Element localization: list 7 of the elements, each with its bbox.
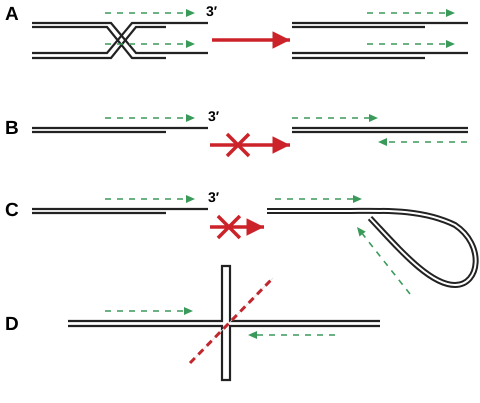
- panel-letter: C: [5, 201, 19, 220]
- panel-letter: D: [5, 315, 19, 334]
- strand-end-label: 3′: [208, 109, 220, 123]
- strand-end-label: 3′: [206, 4, 218, 18]
- panel-letter: A: [5, 5, 19, 24]
- strand-end-label: 3′: [208, 190, 220, 204]
- panel-letter: B: [5, 119, 19, 138]
